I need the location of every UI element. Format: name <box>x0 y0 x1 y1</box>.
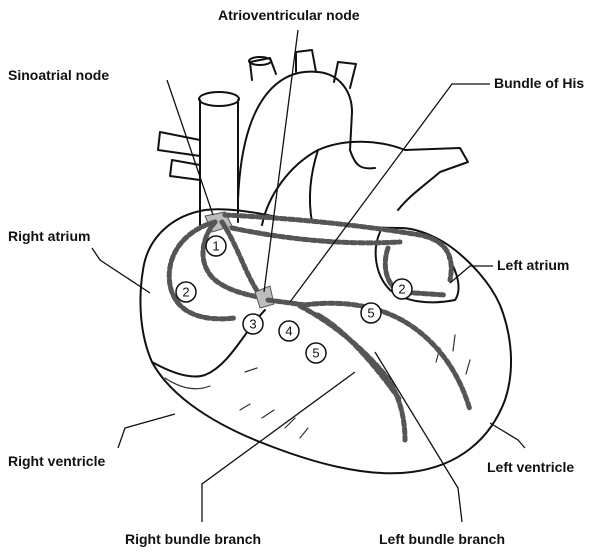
label-left-atrium: Left atrium <box>497 257 569 273</box>
marker-1: 1 <box>206 236 226 256</box>
label-left-ventricle: Left ventricle <box>487 459 574 475</box>
pulmonary-artery <box>262 142 468 225</box>
svg-text:2: 2 <box>398 282 405 297</box>
svg-text:4: 4 <box>285 324 292 339</box>
marker-3: 3 <box>243 314 263 334</box>
pointer-left-ventricle <box>490 423 525 448</box>
heart-illustration <box>140 50 511 473</box>
svg-text:3: 3 <box>249 317 256 332</box>
label-bundle-of-his: Bundle of His <box>494 75 584 91</box>
svg-text:5: 5 <box>312 346 319 361</box>
svg-text:1: 1 <box>212 239 219 254</box>
pointer-av-node <box>264 30 298 292</box>
label-left-bundle-branch: Left bundle branch <box>379 531 505 547</box>
label-right-ventricle: Right ventricle <box>8 453 105 469</box>
pointer-right-bundle-branch <box>202 372 355 522</box>
pointer-sa-node <box>167 80 213 215</box>
superior-vena-cava <box>200 100 238 225</box>
pointer-bundle-of-his <box>290 84 490 302</box>
marker-4: 4 <box>279 321 299 341</box>
pointer-right-ventricle <box>118 414 175 448</box>
marker-5-upper: 5 <box>361 303 381 323</box>
marker-2-right-atrium: 2 <box>176 282 196 302</box>
heart-outline <box>140 209 511 473</box>
marker-2-left-atrium: 2 <box>392 279 412 299</box>
svg-text:2: 2 <box>182 285 189 300</box>
label-right-bundle-branch: Right bundle branch <box>125 531 261 547</box>
label-right-atrium: Right atrium <box>8 228 90 244</box>
marker-5-lower: 5 <box>306 343 326 363</box>
label-sinoatrial-node: Sinoatrial node <box>8 67 109 83</box>
aorta <box>238 72 375 200</box>
pointer-lines <box>92 30 525 522</box>
svg-text:5: 5 <box>367 306 374 321</box>
label-atrioventricular-node: Atrioventricular node <box>218 7 360 23</box>
